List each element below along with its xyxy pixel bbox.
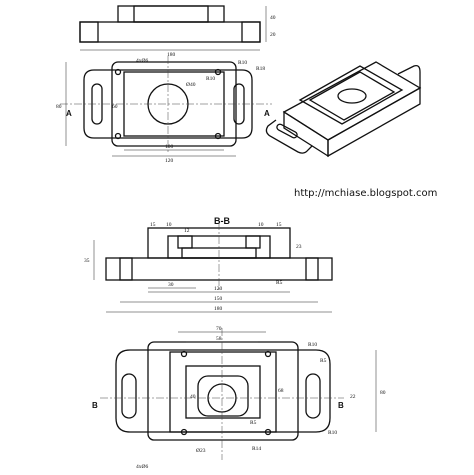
dim-30-section: 30 <box>168 282 174 288</box>
dim-15-section-right: 15 <box>276 222 282 228</box>
plan-view: 80 60 100 120 4xØ6 Ø40 R10 R10 R18 A A <box>56 56 272 164</box>
dim-68-bottom: 68 <box>278 388 284 394</box>
bottom-pocket-outline <box>169 351 277 433</box>
dim-12-section: 12 <box>184 228 190 234</box>
dim-120-section: 120 <box>214 286 223 292</box>
dim-100-plan: 100 <box>165 144 174 150</box>
dim-80-plan: 80 <box>56 104 62 110</box>
label-r18-plan: R18 <box>256 66 265 72</box>
top-front-view: 180 40 20 <box>79 5 276 58</box>
section-title: B-B <box>214 216 230 226</box>
dim-58-bottom: 58 <box>216 336 222 342</box>
label-r5-bottom-a: R5 <box>320 358 327 364</box>
dim-22-bottom: 22 <box>350 394 356 400</box>
label-r10-bottom-b: R10 <box>328 430 337 436</box>
dim-20-top: 20 <box>270 32 276 38</box>
label-r10-plan-b: R10 <box>238 60 247 66</box>
isometric-view <box>265 61 422 158</box>
bottom-plate-outline <box>115 349 331 433</box>
cut-a-right: A <box>264 109 270 118</box>
dim-40-top: 40 <box>270 15 276 21</box>
label-r5-section: R5 <box>276 280 283 286</box>
iso-left-tab <box>265 119 313 154</box>
iso-right-tab <box>397 64 421 88</box>
dim-40-bottom: 40 <box>190 394 196 400</box>
dim-23-section: 23 <box>296 244 302 250</box>
label-r10-bottom-a: R10 <box>308 342 317 348</box>
dim-80-bottom: 80 <box>380 390 386 396</box>
label-bore-bottom: Ø23 <box>196 448 206 454</box>
label-bore-plan: Ø40 <box>186 82 196 88</box>
label-r14-bottom: R14 <box>252 446 261 452</box>
bottom-left-slot <box>121 373 137 419</box>
base-plate-section <box>79 21 261 43</box>
inner-pocket <box>197 375 249 417</box>
mounting-holes <box>114 68 222 140</box>
dim-70-bottom: 70 <box>216 326 222 332</box>
dim-10-section-left: 10 <box>166 222 172 228</box>
cut-b-right: B <box>338 401 344 410</box>
cut-b-left: B <box>92 401 98 410</box>
plate-outline <box>83 69 253 139</box>
dim-120-plan: 120 <box>165 158 174 164</box>
label-holes-plan: 4xØ6 <box>136 58 148 64</box>
dim-180-top: 180 <box>167 52 176 58</box>
label-r10-plan-a: R10 <box>206 76 215 82</box>
cut-a-left: A <box>66 109 72 118</box>
bottom-plan-view: 70 58 40 68 22 80 R10 R5 R5 R14 R10 Ø23 … <box>92 326 386 470</box>
iso-bore <box>337 88 367 104</box>
dim-15-section-left: 15 <box>150 222 156 228</box>
dim-60-plan: 60 <box>112 104 118 110</box>
blog-url: http://mchiase.blogspot.com <box>294 188 437 199</box>
dim-35-section: 35 <box>84 258 90 264</box>
pocket-cutout <box>133 5 209 23</box>
label-r5-bottom-b: R5 <box>250 420 257 426</box>
section-view: B-B 35 23 15 10 15 10 12 30 120 150 180 … <box>84 216 333 313</box>
bottom-right-slot <box>305 373 321 419</box>
dim-180-section: 180 <box>214 306 223 312</box>
dim-10-section-right: 10 <box>258 222 264 228</box>
bottom-mounting-holes <box>180 350 272 436</box>
label-holes-bottom: 4xØ6 <box>136 464 148 470</box>
dim-150-section: 150 <box>214 296 223 302</box>
